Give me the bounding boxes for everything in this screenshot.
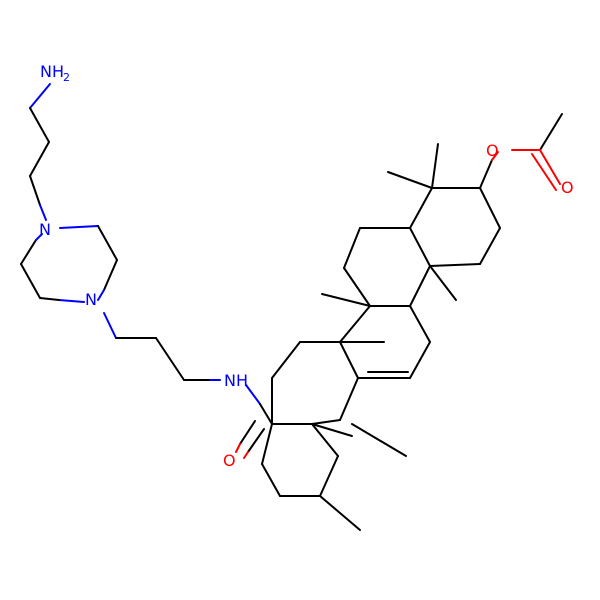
bond-8 xyxy=(97,289,105,301)
bond-52 xyxy=(409,227,431,267)
bond-21 xyxy=(239,420,256,445)
bond-67 xyxy=(531,153,557,191)
bond-11 xyxy=(20,263,41,299)
bond-45 xyxy=(409,305,431,343)
bond-22 xyxy=(235,443,241,453)
bond-27 xyxy=(319,455,339,497)
bond-2 xyxy=(29,141,50,177)
bond-layer xyxy=(20,83,563,531)
bond-37 xyxy=(339,341,359,379)
bond-6 xyxy=(97,225,118,261)
piperazine-n-bottom: N xyxy=(85,290,97,309)
bond-24 xyxy=(243,451,249,459)
bond-31 xyxy=(311,423,353,437)
bond-62 xyxy=(479,159,493,189)
bond-19 xyxy=(245,384,261,405)
bond-57 xyxy=(479,187,501,229)
bond-63 xyxy=(491,151,499,161)
bond-12 xyxy=(20,239,37,265)
bond-10 xyxy=(39,297,60,301)
bond-50 xyxy=(343,227,361,269)
bond-55 xyxy=(409,187,433,229)
amine-subscript: 2 xyxy=(63,71,70,84)
bond-23 xyxy=(247,428,265,453)
bond-49 xyxy=(343,267,371,307)
bond-13 xyxy=(35,233,43,241)
bond-16 xyxy=(155,337,185,381)
bond-39 xyxy=(311,419,341,425)
bond-33 xyxy=(319,495,361,531)
bond-53 xyxy=(409,265,431,307)
bond-9 xyxy=(58,299,85,303)
bond-7 xyxy=(103,259,118,291)
bond-66 xyxy=(539,149,561,185)
ester-oxygen-label: O xyxy=(486,141,499,160)
bond-60 xyxy=(387,171,433,189)
bond-20 xyxy=(259,403,273,425)
bond-59 xyxy=(429,263,481,267)
bond-44 xyxy=(409,341,431,379)
bond-0 xyxy=(29,83,51,109)
bond-32 xyxy=(351,423,407,457)
bond-1 xyxy=(29,107,50,143)
piperazine-n-top: N xyxy=(39,220,51,239)
bond-47 xyxy=(339,305,371,343)
carbonyl-oxygen-label: O xyxy=(561,178,574,197)
bond-58 xyxy=(479,227,501,265)
bond-29 xyxy=(261,463,281,497)
amide-nh-label: NH xyxy=(224,371,248,390)
bond-35 xyxy=(271,341,301,379)
amine-label: NH xyxy=(40,62,64,81)
bond-26 xyxy=(311,423,339,457)
bond-61 xyxy=(431,143,439,189)
bond-5 xyxy=(59,225,99,229)
bond-14 xyxy=(103,312,117,339)
amide-oxygen-label: O xyxy=(223,451,236,470)
bond-48 xyxy=(321,293,371,307)
bond-4 xyxy=(39,204,47,221)
atom-label-layer: NH 2 N N NH O O O xyxy=(39,62,574,470)
bond-38 xyxy=(339,377,359,421)
bond-3 xyxy=(29,175,41,206)
bond-54 xyxy=(429,265,457,301)
bond-65 xyxy=(539,113,563,151)
bond-30 xyxy=(261,423,273,465)
